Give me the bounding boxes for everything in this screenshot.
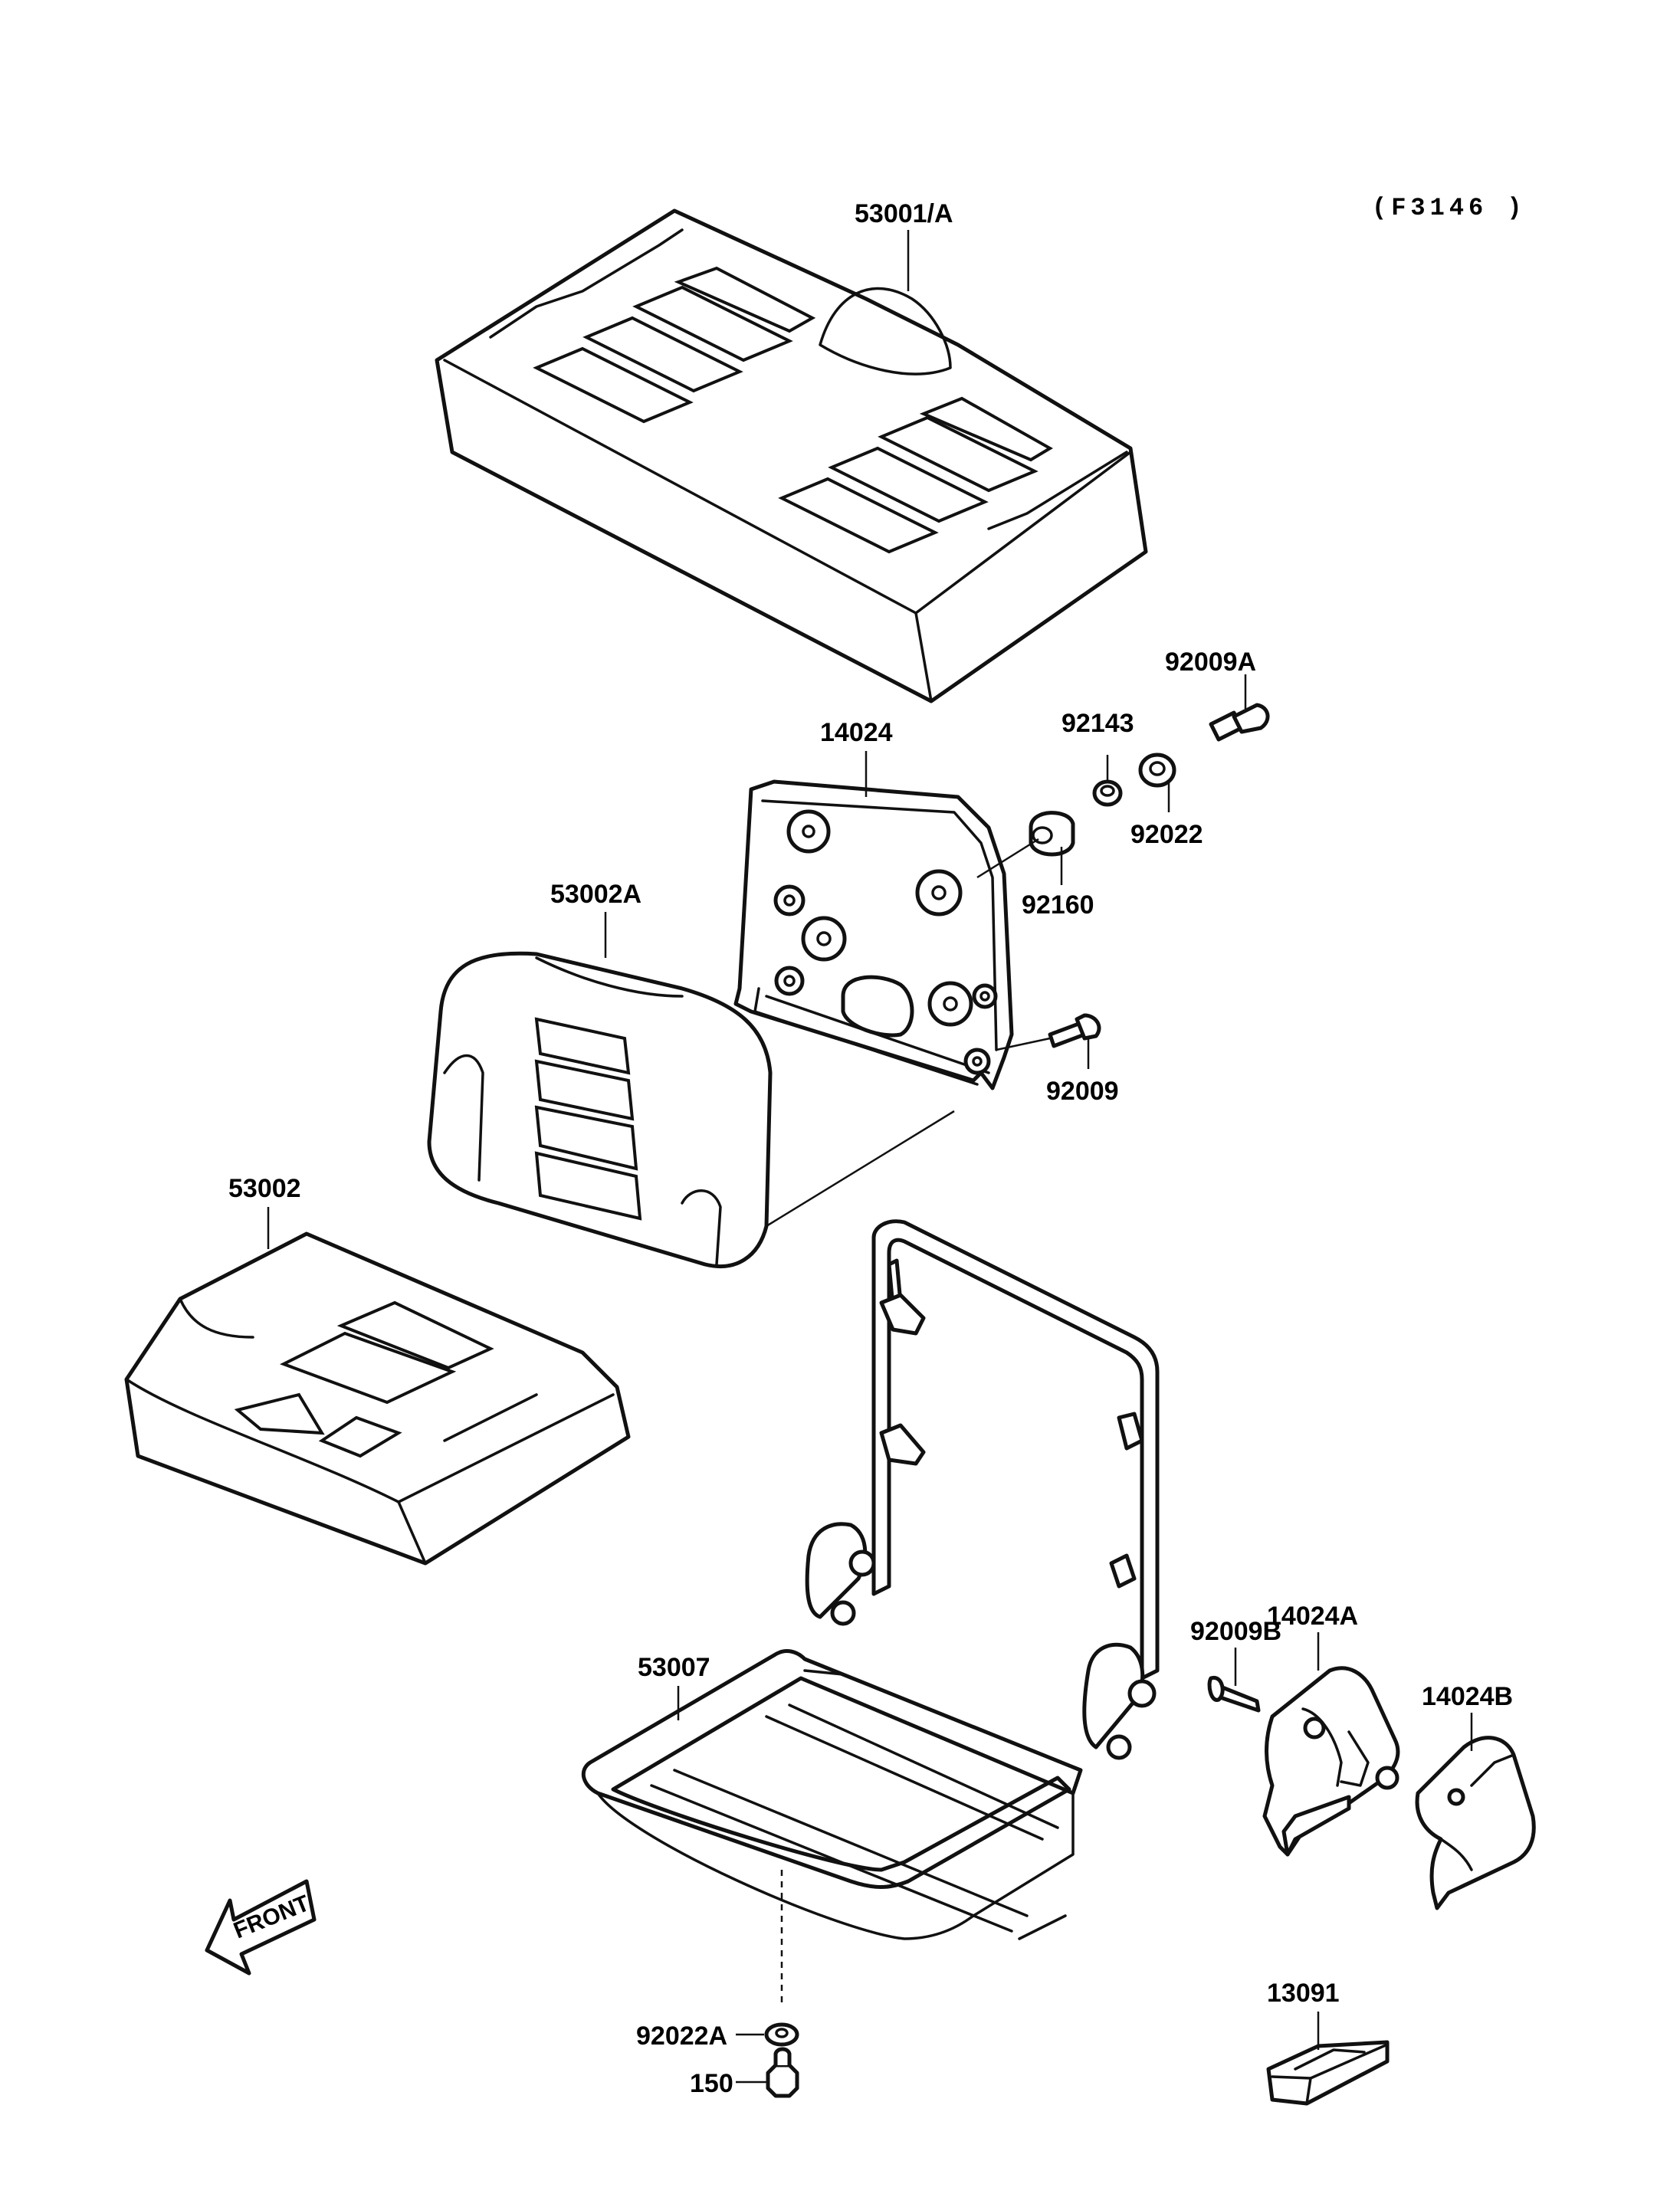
seat-vent-pads-right — [778, 396, 1053, 554]
part-92022-washer[interactable] — [1138, 753, 1176, 788]
label-13091: 13091 — [1267, 1979, 1340, 2008]
label-14024a: 14024A — [1267, 1602, 1358, 1631]
part-14024b-hinge-cover[interactable] — [1415, 1736, 1536, 1910]
part-14024-backrest-plate[interactable] — [733, 779, 1014, 1090]
seat-vent-pads-left — [533, 266, 816, 424]
part-92009-bolt[interactable] — [1048, 1013, 1101, 1048]
label-14024b: 14024B — [1422, 1682, 1513, 1711]
front-direction-arrow: FRONT — [205, 1879, 317, 1976]
part-14024a-hinge-bracket[interactable] — [1262, 1666, 1400, 1857]
part-53002a-backrest-cushion[interactable] — [427, 951, 773, 1269]
label-92009: 92009 — [1046, 1077, 1119, 1106]
part-92009b-screw[interactable] — [1207, 1675, 1261, 1713]
part-92022a-washer[interactable] — [764, 2022, 799, 2047]
part-92143-collar[interactable] — [1092, 779, 1123, 807]
label-14024: 14024 — [820, 718, 893, 747]
label-53002a: 53002A — [550, 880, 641, 909]
label-53002: 53002 — [228, 1174, 301, 1203]
label-53007: 53007 — [638, 1653, 710, 1682]
part-53007-seat-frame[interactable] — [581, 1219, 1160, 1940]
part-92160-damper[interactable] — [1029, 811, 1075, 857]
reference-code: (F3146 ) — [1372, 194, 1527, 222]
label-92143: 92143 — [1061, 709, 1134, 738]
backrest-vent-pads — [534, 1017, 642, 1221]
label-150: 150 — [690, 2069, 733, 2098]
part-53001a-rear-seat[interactable] — [435, 208, 1148, 703]
part-53002-seat-cushion[interactable] — [124, 1231, 631, 1566]
label-92022a: 92022A — [636, 2022, 727, 2051]
label-92022: 92022 — [1130, 820, 1203, 849]
part-92009a-bolt[interactable] — [1209, 703, 1270, 742]
seat-cushion-vent-pads — [234, 1300, 494, 1458]
label-53001a: 53001/A — [855, 199, 953, 228]
part-13091-rubber-pad[interactable] — [1266, 2040, 1390, 2106]
part-150-nut[interactable] — [766, 2047, 799, 2098]
label-92009a: 92009A — [1165, 648, 1256, 677]
label-92160: 92160 — [1022, 890, 1094, 920]
label-92009b: 92009B — [1190, 1617, 1281, 1646]
